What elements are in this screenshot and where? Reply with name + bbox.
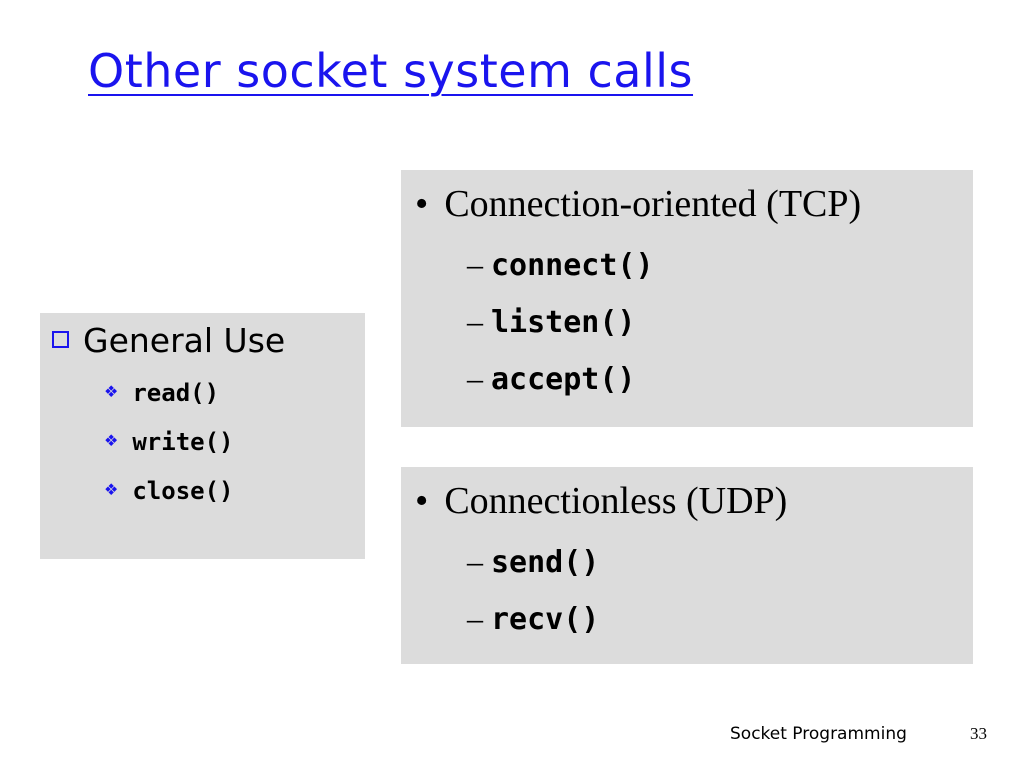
general-use-heading: General Use [83,321,286,360]
four-diamond-icon: ❖ [104,480,119,499]
general-use-heading-row: General Use [52,321,285,360]
list-item: –recv() [467,600,599,637]
dash-bullet-icon: – [467,246,483,282]
bullet-dot-icon: • [415,480,429,522]
list-item: –accept() [467,360,636,397]
four-diamond-icon: ❖ [104,431,119,450]
close-call: close() [132,477,234,505]
dash-bullet-icon: – [467,543,483,579]
footer-label: Socket Programming [730,724,907,744]
hollow-square-icon [52,331,69,348]
list-item: ❖ write() [104,428,234,456]
udp-heading: Connectionless (UDP) [444,480,788,522]
tcp-box: •Connection-oriented (TCP) –connect() –l… [401,170,973,427]
page-number: 33 [970,724,987,743]
dash-bullet-icon: – [467,303,483,339]
tcp-heading: Connection-oriented (TCP) [444,183,862,225]
accept-call: accept() [491,362,636,397]
list-item: –listen() [467,303,636,340]
general-use-box: General Use ❖ read() ❖ write() ❖ close() [40,313,365,559]
four-diamond-icon: ❖ [104,382,119,401]
list-item: ❖ close() [104,477,234,505]
dash-bullet-icon: – [467,600,483,636]
list-item: –connect() [467,246,654,283]
bullet-dot-icon: • [415,183,429,225]
list-item: –send() [467,543,599,580]
dash-bullet-icon: – [467,360,483,396]
recv-call: recv() [491,602,600,637]
listen-call: listen() [491,305,636,340]
connect-call: connect() [491,248,654,283]
read-call: read() [132,379,220,407]
write-call: write() [132,428,234,456]
tcp-heading-row: • Connection-oriented (TCP) [415,182,861,226]
udp-heading-row: • Connectionless (UDP) [415,479,787,523]
page-title: Other socket system calls [88,44,694,98]
udp-box: • Connectionless (UDP) –send() –recv() [401,467,973,664]
list-item: ❖ read() [104,379,219,407]
send-call: send() [491,545,600,580]
